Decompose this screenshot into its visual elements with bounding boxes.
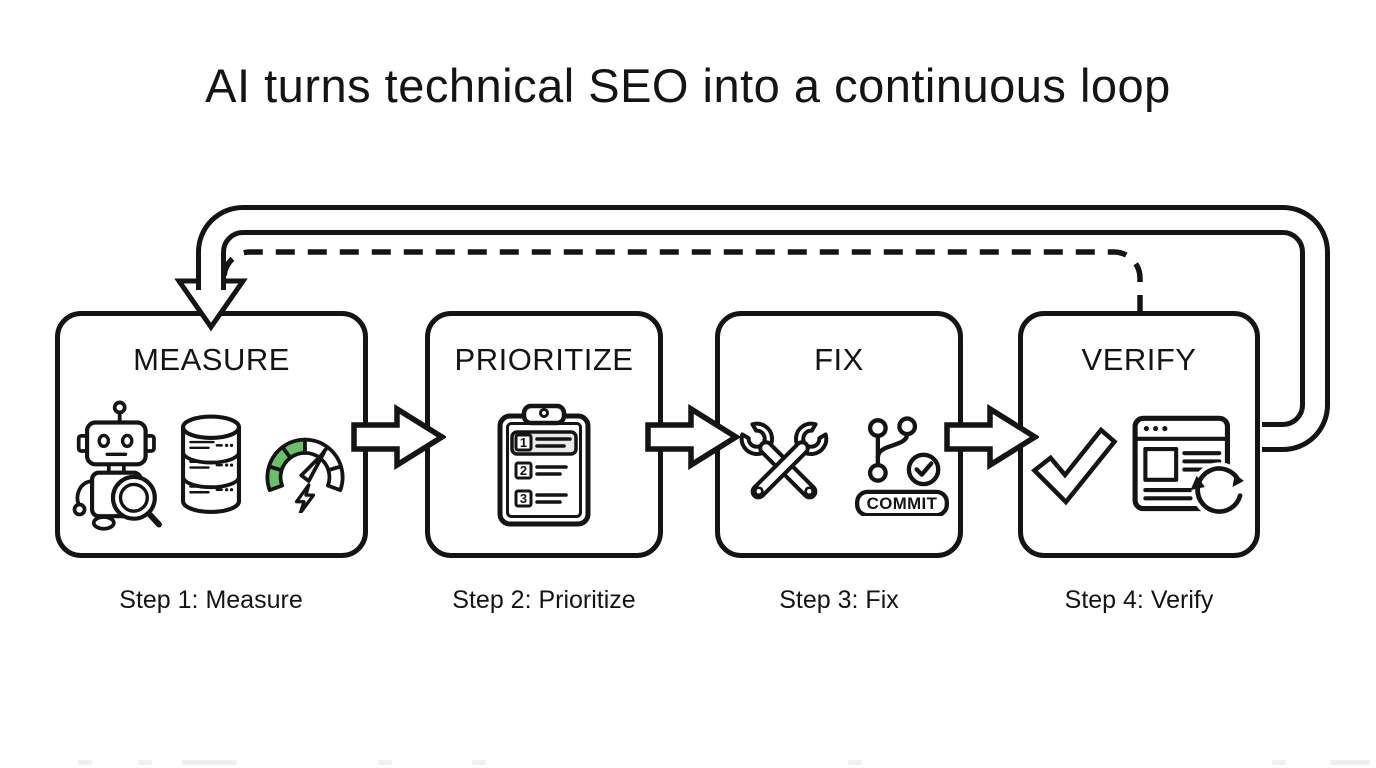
fix-icon-row: COMMIT [726,378,952,553]
svg-text:3: 3 [520,491,527,506]
step-caption-fix: Step 3: Fix [779,586,899,614]
step-box-prioritize-label: PRIORITIZE [454,342,634,377]
step-box-measure-label: MEASURE [133,342,290,377]
git-commit-icon: COMMIT [855,415,949,516]
checkmark-icon [1031,426,1118,505]
measure-icon-row [72,378,352,553]
prioritize-icon-row: 1 2 3 [494,378,594,553]
flow-arrow-measure-to-prioritize [351,404,446,470]
speedometer-icon [265,437,344,513]
step-caption-prioritize: Step 2: Prioritize [452,586,636,614]
svg-text:2: 2 [520,463,527,478]
step-caption-verify: Step 4: Verify [1064,586,1214,614]
step-caption-measure: Step 1: Measure [119,586,303,614]
step-box-measure: MEASURE [55,311,368,558]
step-box-fix: FIX [715,311,963,558]
step-box-verify: VERIFY [1018,311,1260,558]
browser-refresh-icon [1132,415,1247,518]
step-box-prioritize: PRIORITIZE 1 2 3 [425,311,663,558]
database-icon [180,414,241,515]
page-title: AI turns technical SEO into a continuous… [205,59,1171,112]
dashed-loop-line [221,249,1143,314]
step-box-fix-label: FIX [814,342,864,377]
crossed-wrenches-icon [739,421,829,499]
verify-icon-row [1029,378,1249,553]
step-box-verify-label: VERIFY [1081,342,1197,377]
flow-arrow-fix-to-verify [944,404,1039,470]
svg-text:1: 1 [520,435,527,450]
flow-arrow-prioritize-to-fix [645,404,740,470]
priority-checklist-icon: 1 2 3 [497,403,591,526]
robot-search-icon [72,400,162,531]
svg-text:COMMIT: COMMIT [867,494,938,513]
